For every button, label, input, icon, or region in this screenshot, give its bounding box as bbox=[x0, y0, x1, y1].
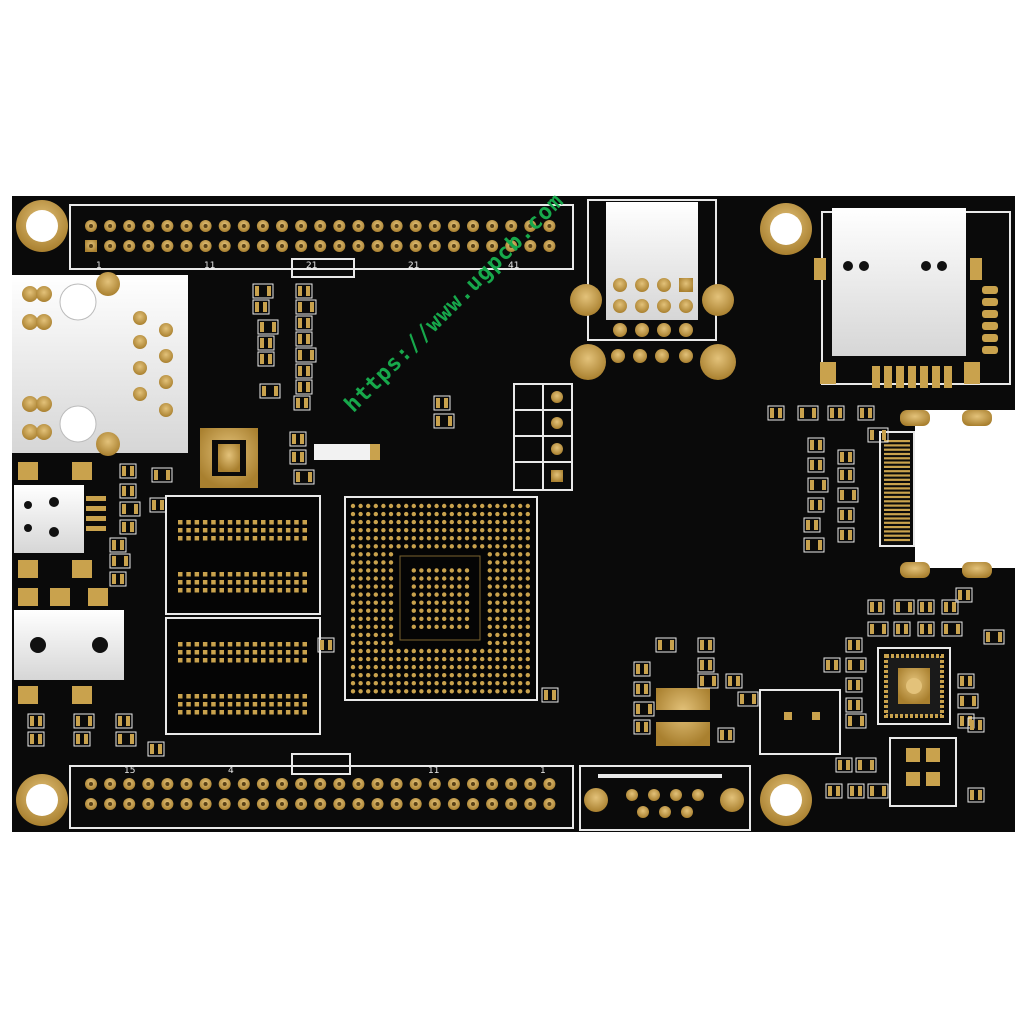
top-header-label: 21 bbox=[306, 261, 317, 271]
serial-connector bbox=[579, 765, 751, 831]
power-connector bbox=[14, 462, 124, 704]
top-header-label: 41 bbox=[508, 261, 519, 271]
hdmi-connector bbox=[570, 199, 736, 380]
jumper-header bbox=[513, 383, 573, 491]
bottom-header-label: 4 bbox=[228, 766, 234, 776]
memory-chip-1 bbox=[165, 495, 321, 615]
bottom-header-label: 11 bbox=[428, 766, 439, 776]
bga-processor bbox=[344, 496, 538, 701]
fpc-connector bbox=[879, 410, 992, 578]
transistor-block bbox=[889, 737, 957, 807]
top-header-label: 1 bbox=[96, 261, 102, 271]
usb-connector bbox=[14, 485, 106, 553]
white-component bbox=[314, 444, 380, 460]
ethernet-jack bbox=[12, 272, 188, 456]
bottom-pin-header: 15 4 11 1 bbox=[69, 753, 574, 829]
memory-chip-2 bbox=[165, 617, 321, 735]
bottom-header-label: 1 bbox=[540, 766, 546, 776]
top-pin-header: 1 11 21 21 41 bbox=[69, 204, 574, 278]
mounting-holes bbox=[16, 200, 812, 826]
crystal bbox=[759, 689, 841, 755]
smd-components bbox=[27, 283, 1005, 803]
sd-card-slot bbox=[814, 208, 1011, 388]
top-header-label: 21 bbox=[408, 261, 419, 271]
top-header-label: 11 bbox=[204, 261, 215, 271]
inductor bbox=[200, 428, 258, 488]
bottom-header-label: 15 bbox=[124, 766, 135, 776]
inductor-2 bbox=[656, 688, 710, 746]
qfn-chip bbox=[877, 647, 951, 725]
